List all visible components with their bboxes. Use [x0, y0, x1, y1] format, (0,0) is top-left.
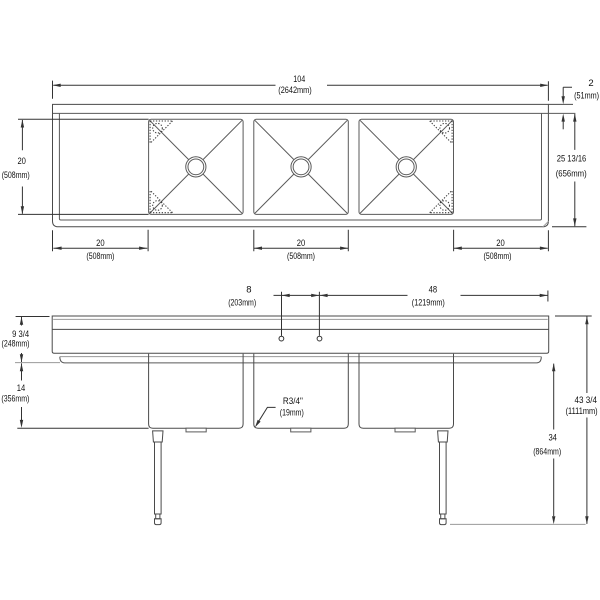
- svg-text:20: 20: [496, 238, 505, 249]
- svg-text:(1111mm): (1111mm): [566, 406, 598, 417]
- svg-text:20: 20: [96, 238, 105, 249]
- svg-text:104: 104: [293, 74, 305, 85]
- svg-text:48: 48: [429, 284, 438, 295]
- svg-text:R3/4": R3/4": [283, 396, 303, 407]
- svg-text:(508mm): (508mm): [287, 251, 315, 262]
- svg-text:(2642mm): (2642mm): [278, 85, 312, 96]
- svg-text:(203mm): (203mm): [228, 298, 256, 309]
- svg-text:25 13/16: 25 13/16: [557, 153, 587, 164]
- svg-text:9 3/4: 9 3/4: [12, 329, 29, 340]
- svg-text:(356mm): (356mm): [1, 393, 29, 404]
- svg-text:(19mm): (19mm): [280, 407, 304, 418]
- svg-text:2: 2: [588, 78, 593, 89]
- svg-text:(51mm): (51mm): [574, 90, 599, 101]
- svg-text:20: 20: [297, 238, 306, 249]
- svg-text:(508mm): (508mm): [484, 251, 512, 262]
- svg-text:(508mm): (508mm): [2, 170, 30, 181]
- svg-text:(1219mm): (1219mm): [412, 298, 445, 309]
- svg-text:43 3/4: 43 3/4: [575, 395, 598, 406]
- svg-text:34: 34: [548, 433, 557, 444]
- svg-text:(248mm): (248mm): [2, 339, 30, 350]
- svg-text:(656mm): (656mm): [556, 168, 587, 179]
- svg-text:14: 14: [17, 383, 26, 394]
- svg-text:20: 20: [17, 156, 26, 167]
- svg-text:8: 8: [246, 285, 251, 296]
- svg-text:(508mm): (508mm): [86, 251, 114, 262]
- svg-text:(864mm): (864mm): [533, 446, 561, 457]
